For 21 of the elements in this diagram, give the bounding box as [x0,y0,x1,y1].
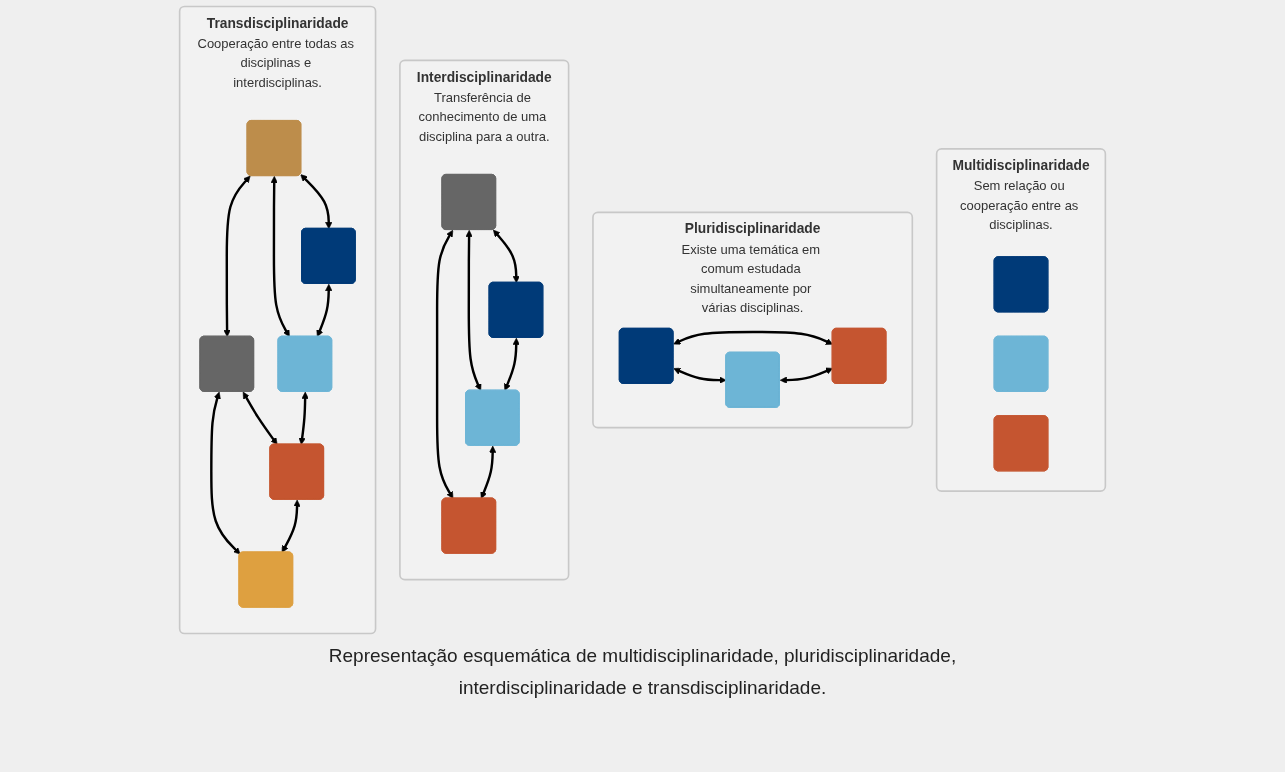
arrow [316,283,333,337]
cluster: Pluridisciplinaridade Existe uma temática em comum estudada simultaneamente por várias disciplinas. [592,211,914,429]
arrow [210,391,241,555]
cluster: Interdisciplinaridade Transferência de conhecimento de uma disciplina para a outra. [399,59,570,581]
cluster: Transdisciplinaridade Cooperação entre todas as disciplinas e interdisciplinas. [178,5,377,635]
arrow [242,391,278,445]
arrow [480,445,497,499]
arrow [493,229,520,283]
arrow [779,367,833,384]
arrow [270,176,290,337]
caption: Representação esquemática de multidisciplinaridade, pluridisciplinaridade, interdisciplinaridade e transdisciplinaridade. [327,644,958,701]
arrow [300,174,333,230]
arrow [504,337,520,391]
arrow [281,499,301,553]
arrow [673,367,727,384]
arrow [298,391,309,445]
arrow [223,175,251,337]
arrow [435,229,454,499]
cluster: Multidisciplinaridade Sem relação ou cooperação entre as disciplinas. [935,148,1107,492]
arrow [465,229,482,391]
arrow [673,330,833,345]
